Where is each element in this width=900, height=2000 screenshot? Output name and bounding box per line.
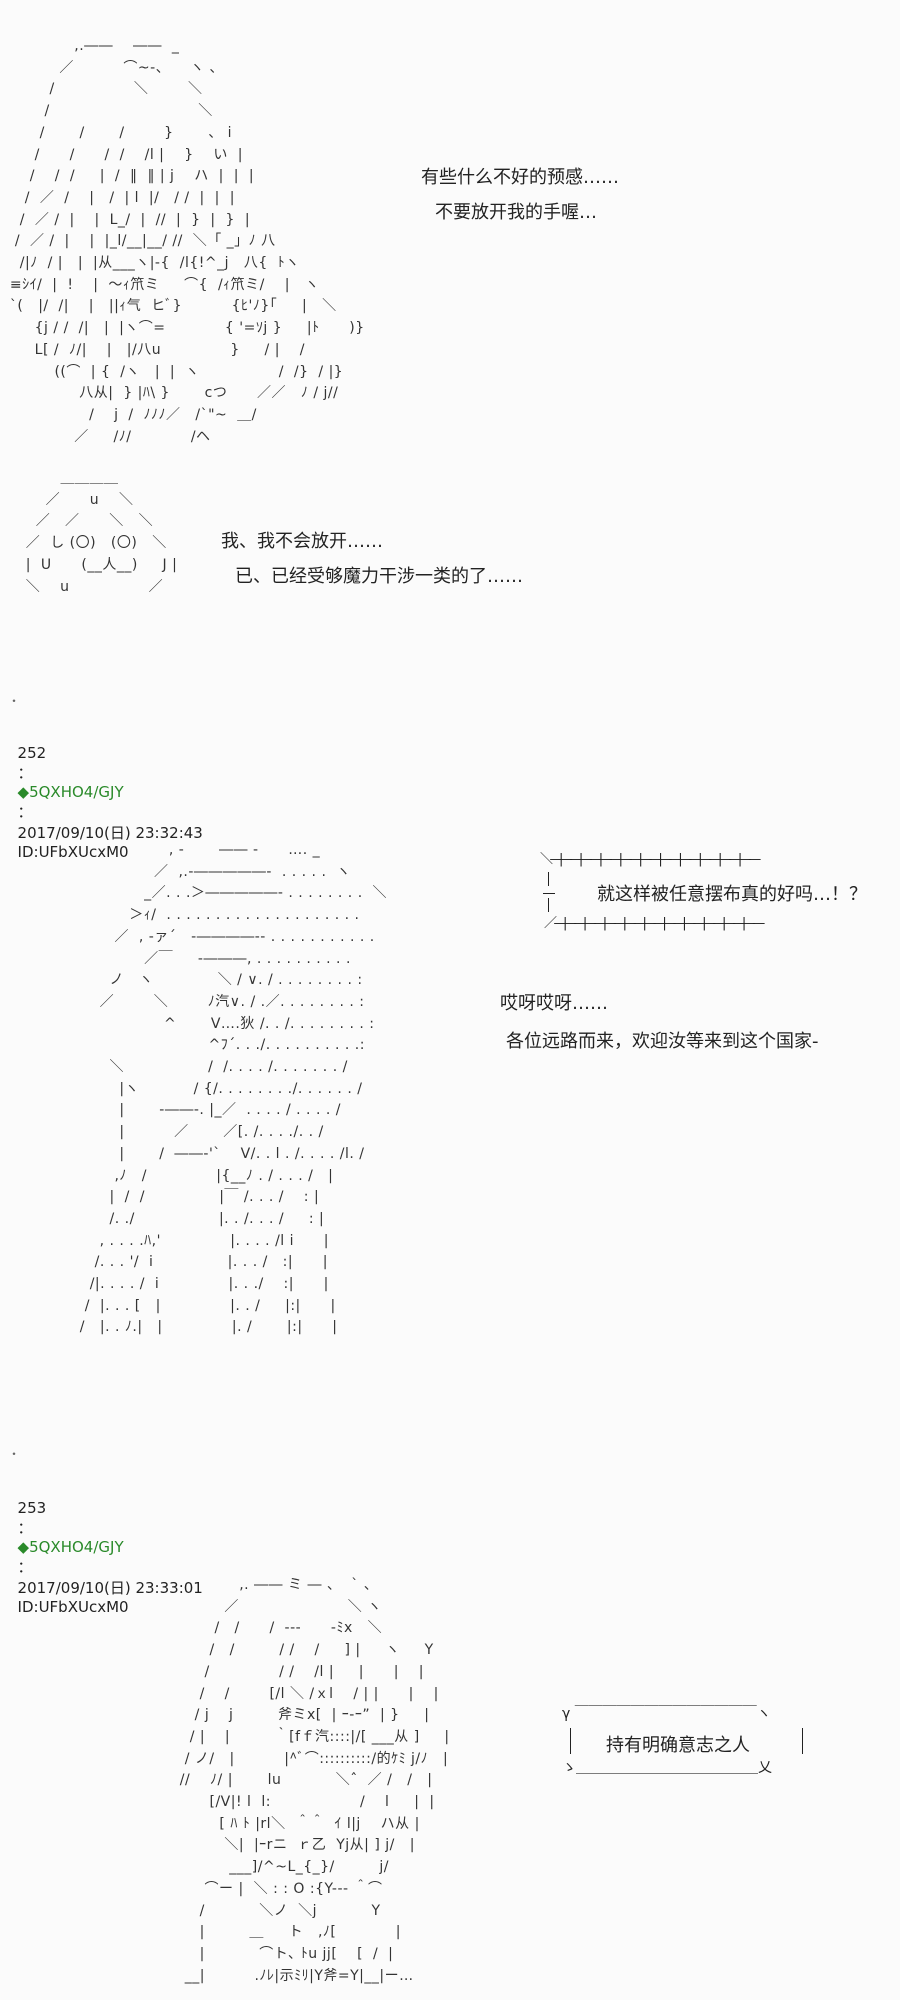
post-date: 2017/09/10(日) 23:33:01 bbox=[17, 1579, 203, 1597]
post-header: 253 ： ◆5QXHO4/GJY ： 2017/09/10(日) 23:33:… bbox=[8, 1481, 203, 1616]
post-id: ID:UFbXUcxM0 bbox=[17, 1598, 129, 1616]
box-top-border: ＼—|——|——|——|——|——|——|——|——|——|—— bbox=[540, 852, 761, 867]
dialogue-line: 不要放开我的手喔… bbox=[435, 202, 597, 223]
box-side bbox=[543, 893, 555, 894]
box-side-left bbox=[570, 1728, 571, 1754]
box-side bbox=[548, 872, 549, 886]
post-id: ID:UFbXUcxM0 bbox=[17, 843, 129, 861]
shout-text: 就这样被任意摆布真的好吗…！？ bbox=[597, 884, 867, 905]
box-bottom-border: ／—|——|——|——|——|——|——|——|——|——|—— bbox=[544, 916, 765, 931]
ascii-art-yaruo-face: ＿＿＿＿ ／ u ＼ ／ ／ ＼ ＼ ／ し (〇) (〇) ＼ | U (__… bbox=[25, 470, 178, 595]
separator: ： bbox=[17, 803, 33, 821]
author-trip: ◆5QXHO4/GJY bbox=[17, 1538, 124, 1556]
separator: ： bbox=[17, 764, 33, 782]
dialogue-line: 各位远路而来，欢迎汝等来到这个国家- bbox=[506, 1031, 819, 1052]
box-top-border: γ ￣￣￣￣￣￣￣￣￣￣￣￣￣ヽ bbox=[562, 1706, 771, 1722]
dialogue-line: 哎呀哎呀…… bbox=[500, 993, 608, 1014]
ascii-art-woman-figure: , - ―― - …. _ ／ ,.-―――――- . . . . . ヽ _／… bbox=[79, 842, 388, 1336]
speech-text: 持有明确意志之人 bbox=[606, 1735, 750, 1756]
line-marker: ・ bbox=[8, 1447, 21, 1461]
dialogue-line: 已、已经受够魔力干涉一类的了…… bbox=[235, 566, 523, 587]
post-date: 2017/09/10(日) 23:32:43 bbox=[17, 824, 203, 842]
post-number[interactable]: 253 bbox=[17, 1499, 47, 1517]
separator: ： bbox=[17, 1558, 33, 1576]
author-trip: ◆5QXHO4/GJY bbox=[17, 783, 124, 801]
dialogue-line: 我、我不会放开…… bbox=[221, 531, 383, 552]
line-marker: ・ bbox=[8, 694, 21, 708]
box-side bbox=[548, 898, 549, 912]
ascii-art-girl-face: ,.―― ―― _ ／ ⌒~-、 ヽ 、 / ＼ ＼ / ＼ / / / } 、… bbox=[9, 38, 365, 445]
post-header: 252 ： ◆5QXHO4/GJY ： 2017/09/10(日) 23:32:… bbox=[8, 726, 203, 861]
post-number[interactable]: 252 bbox=[17, 744, 47, 762]
box-side-right bbox=[802, 1728, 803, 1754]
dialogue-line: 有些什么不好的预感…… bbox=[421, 167, 619, 188]
ascii-art-girl-figure: ,. ―― ミ ― 、 ` 、 ／ ＼ ヽ / / / -‐- -ﾐx ＼ / … bbox=[179, 1577, 450, 1984]
separator: ： bbox=[17, 1519, 33, 1537]
box-bottom-border: ゝ＿＿＿＿＿＿＿＿＿＿＿＿＿乂 bbox=[562, 1760, 772, 1776]
